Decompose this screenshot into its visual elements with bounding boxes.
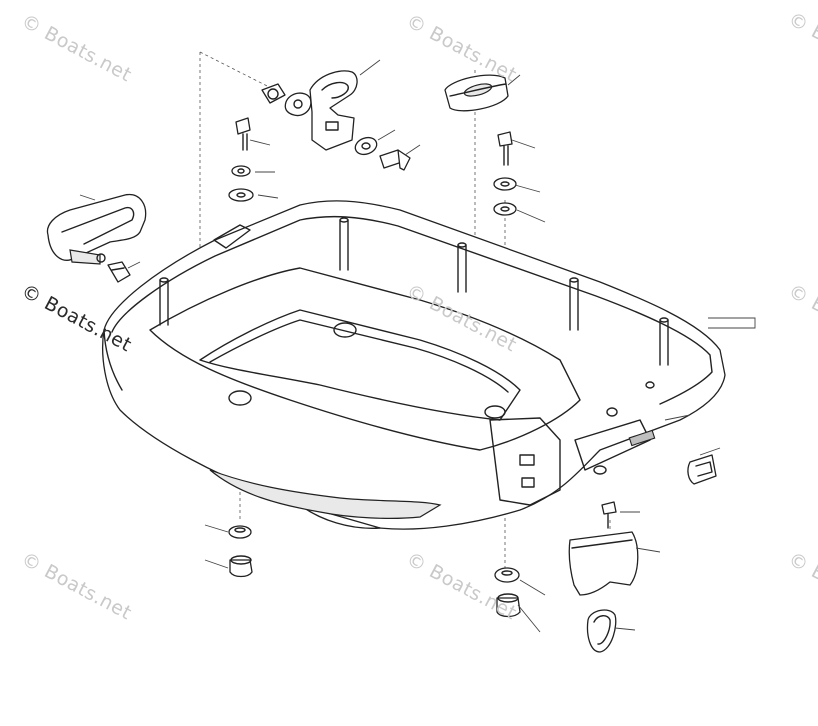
top-left-hardware — [228, 83, 312, 202]
right-screw-stack — [493, 131, 517, 216]
leader-lines — [79, 59, 756, 633]
seal-ring — [586, 609, 617, 653]
bracket-plate — [309, 70, 358, 151]
bottom-grommets-right — [494, 567, 521, 618]
bottom-cowling — [102, 200, 726, 530]
washer-bolt-middle — [354, 136, 411, 171]
clip-part-right — [687, 454, 717, 485]
cover-plate — [568, 501, 639, 596]
clip-part-left — [107, 261, 131, 283]
grommet-top-right — [444, 74, 509, 112]
bottom-grommets-left — [228, 525, 253, 578]
handle-part — [46, 193, 147, 265]
